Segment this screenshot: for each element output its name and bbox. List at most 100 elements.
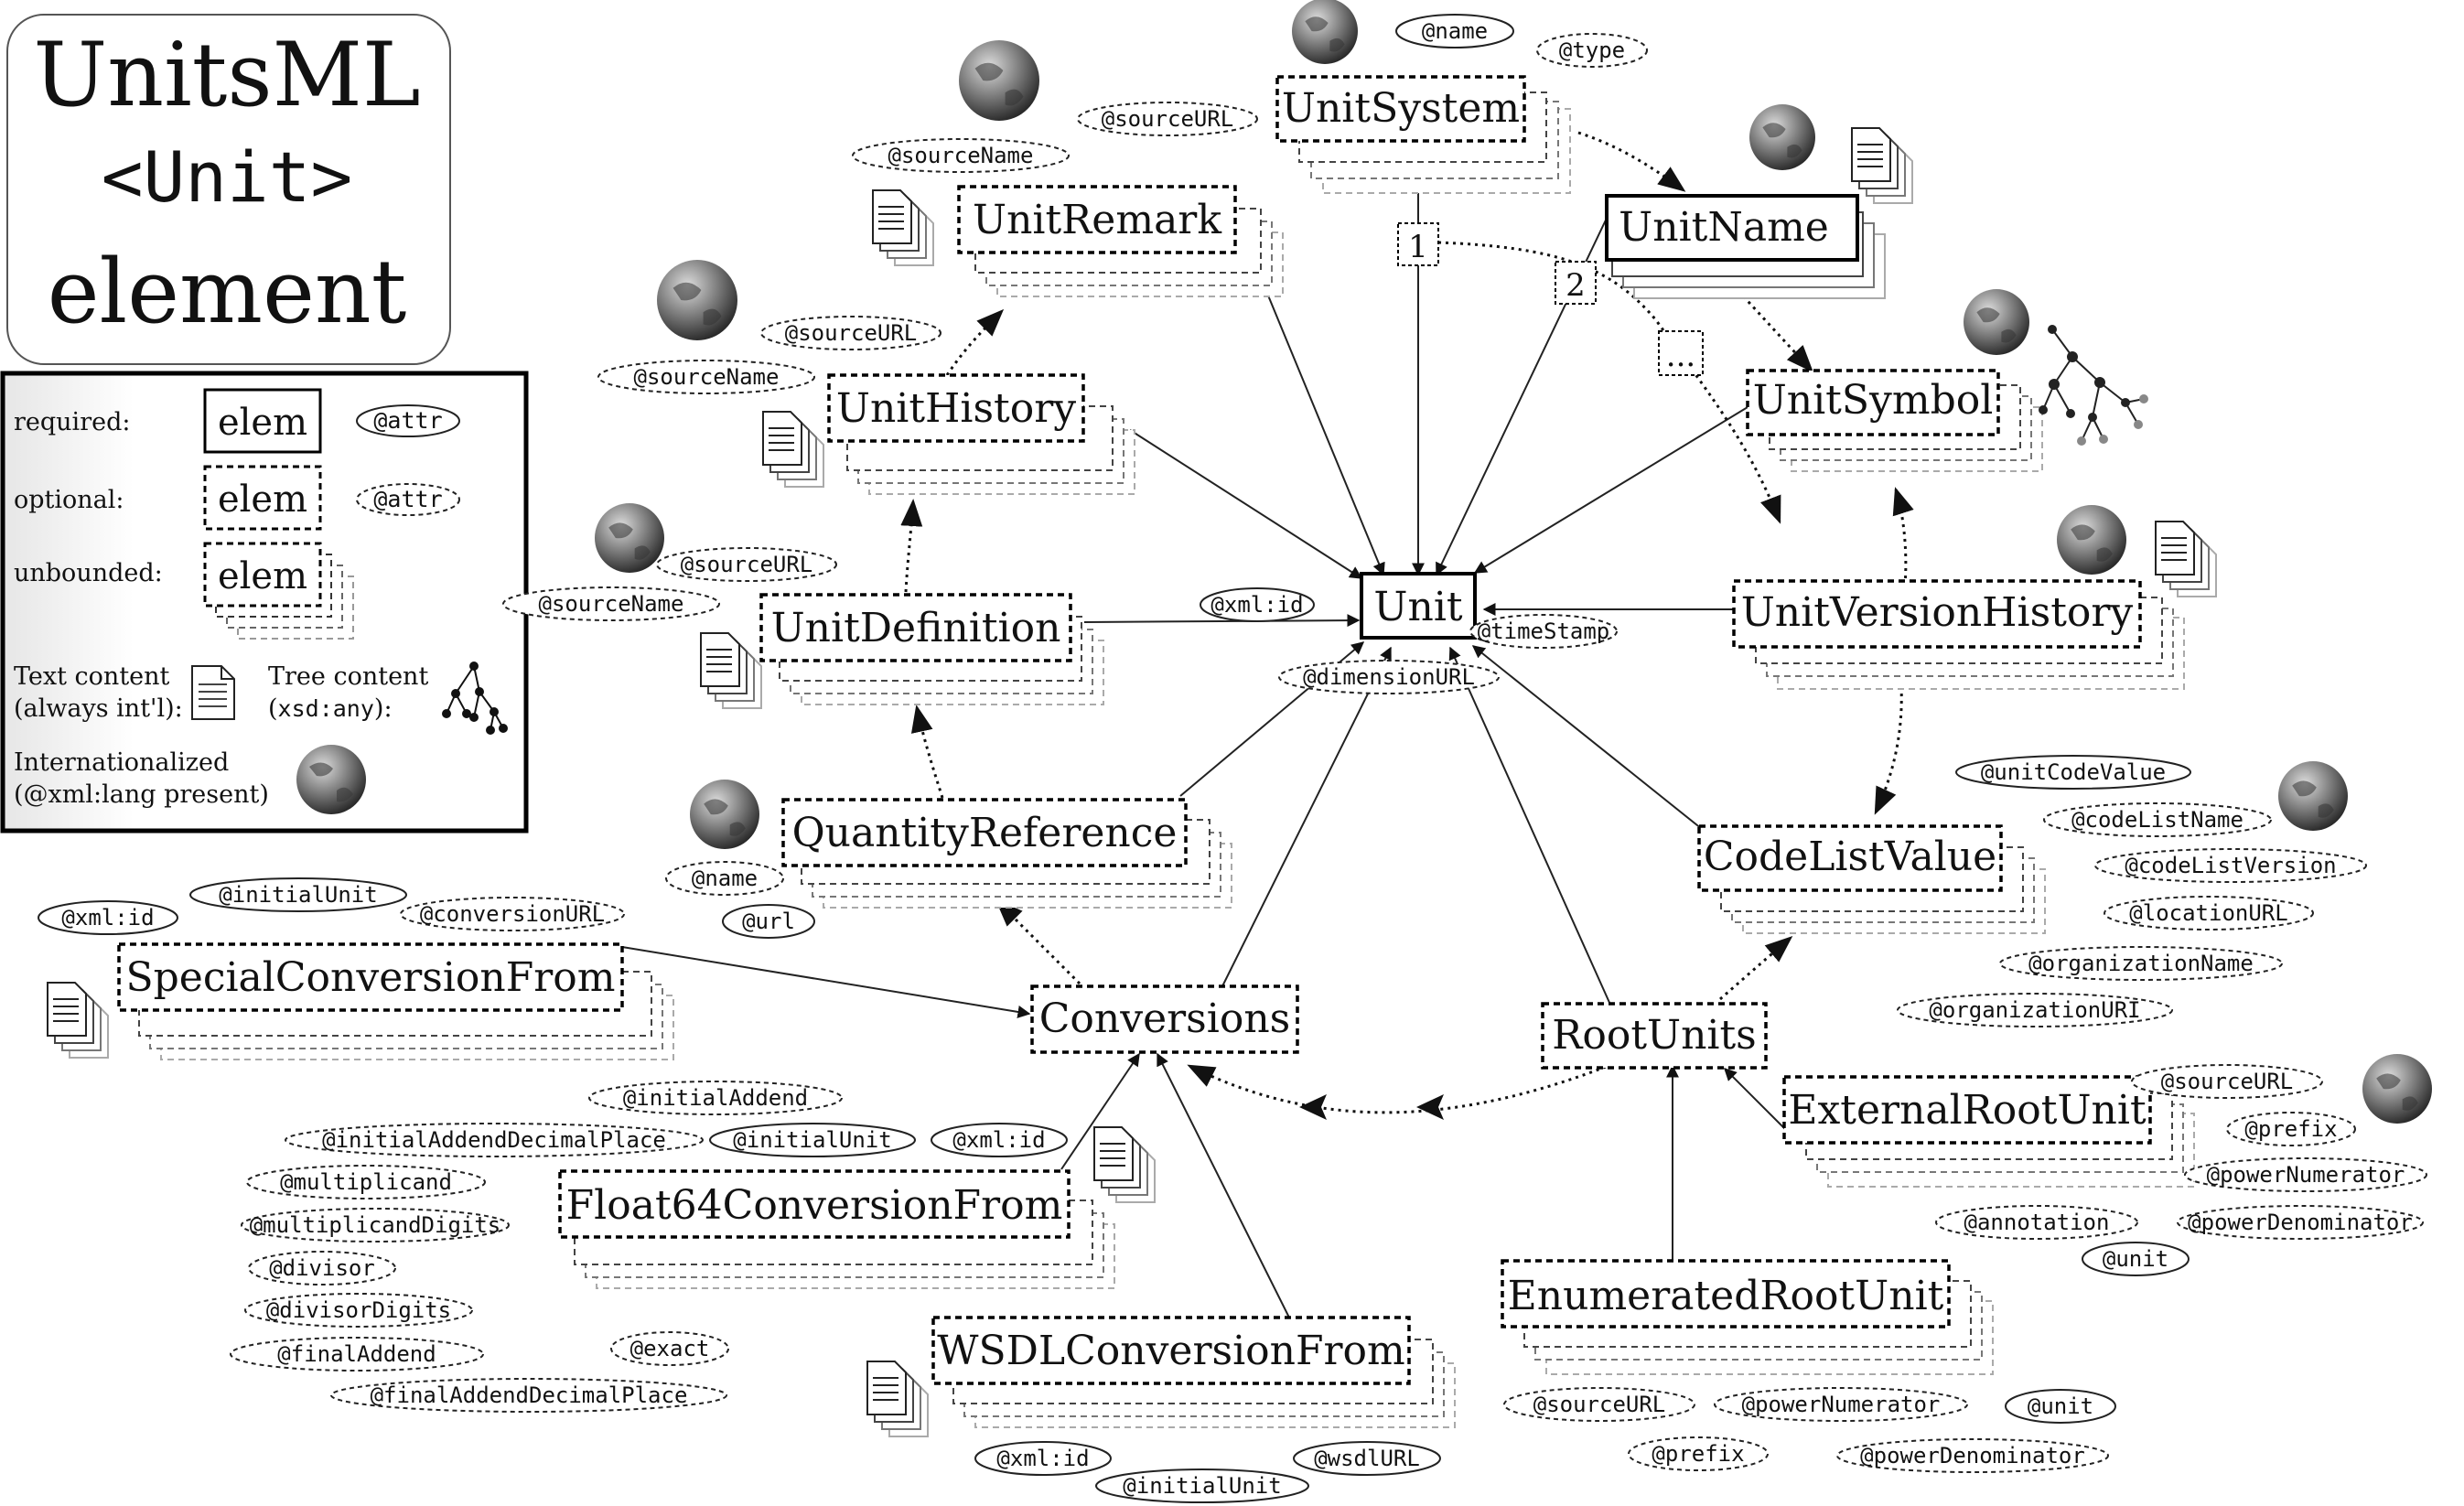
attribute-oval	[244, 1293, 473, 1328]
globe-icon-continents	[608, 522, 651, 560]
document-icons	[47, 127, 2217, 1437]
attribute-text: @sourceName	[539, 591, 684, 617]
globe-icon-continents	[1305, 16, 1345, 52]
attribute-text: @xml:id	[61, 905, 154, 930]
attribute-text: @sourceURL	[1533, 1392, 1666, 1417]
attribute-text: @sourceURL	[681, 552, 813, 577]
attribute-text: @multiplicandDigits	[250, 1212, 501, 1238]
globe-icon-continents	[2071, 524, 2113, 562]
legend-text-content-1: Text content	[14, 662, 170, 691]
attribute-unit-system-name: @name	[1395, 14, 1514, 48]
legend-required-attr	[356, 404, 460, 437]
attribute-text: @sourceURL	[785, 320, 918, 346]
label-unit: Unit	[1373, 584, 1462, 630]
attribute-quantity-reference-name: @name	[665, 861, 784, 896]
attribute-text: @locationURL	[2129, 900, 2287, 926]
legend: required: elem @attr optional: elem @att…	[0, 371, 529, 834]
attribute-oval	[1536, 33, 1648, 68]
stack-codelistvalue	[1697, 824, 2046, 934]
attribute-special-xml-id: @xml:id	[38, 900, 178, 935]
legend-tree-icon	[442, 662, 508, 735]
title-box: UnitsML <Unit> element	[6, 14, 451, 365]
attribute-unit-time-stamp: @timeStamp	[1469, 614, 1618, 649]
attribute-oval	[1955, 755, 2191, 790]
attribute-float-initial-addend: @initialAddend	[588, 1081, 843, 1115]
label-specialconversionfrom: SpecialConversionFrom	[125, 954, 615, 1001]
globe-icon	[1964, 289, 2029, 355]
globe-icons	[595, 0, 2432, 1124]
globe-icon-continents	[672, 282, 722, 326]
attribute-oval	[665, 861, 784, 896]
label-box-two	[1555, 261, 1597, 305]
attribute-text: @name	[692, 866, 758, 891]
edge-conversions-unit	[1216, 646, 1392, 998]
legend-required-elem: elem	[218, 402, 307, 444]
attribute-oval	[722, 904, 815, 939]
attribute-text: @initialUnit	[219, 882, 377, 908]
globe-icon-continents	[704, 799, 746, 836]
document-icon	[1093, 1126, 1156, 1203]
attribute-oval	[2043, 802, 2272, 837]
attribute-oval	[1714, 1387, 1968, 1422]
attribute-text: @codeListVersion	[2125, 853, 2336, 878]
label-quantityreference: QuantityReference	[792, 810, 1178, 856]
label-unithistory: UnitHistory	[836, 385, 1076, 432]
attribute-oval	[1293, 1441, 1441, 1476]
legend-document-icon	[191, 665, 235, 720]
attribute-ext-annotation: @annotation	[1935, 1205, 2138, 1240]
attribute-text: @conversionURL	[420, 901, 605, 927]
edge-rootunits-unit	[1448, 646, 1611, 1006]
stack-unitsystem	[1275, 75, 1571, 194]
box-unit	[1360, 572, 1477, 640]
attribute-text: @powerDenominator	[1860, 1443, 2085, 1468]
stack-wsdlconversionfrom	[931, 1316, 1456, 1428]
attribute-unit-xml-id: @xml:id	[1200, 587, 1315, 622]
attribute-oval	[248, 1251, 396, 1285]
attribute-oval	[1278, 660, 1500, 694]
attribute-code-organization-name: @organizationName	[1999, 946, 2283, 981]
dotted-unitname-unitsymbol	[1737, 289, 1814, 373]
dotted-conversions-quantityref	[995, 898, 1081, 985]
label-box-ellipsis	[1658, 330, 1704, 376]
attribute-oval	[1077, 102, 1258, 136]
attribute-float-final-addend: @finalAddend	[230, 1337, 484, 1372]
stack-enumeratedrootunit	[1501, 1259, 1994, 1375]
attribute-oval	[2131, 1064, 2323, 1099]
attribute-oval	[502, 586, 720, 621]
dotted-unitdefinition-unithistory	[900, 499, 923, 593]
attribute-oval	[1897, 993, 2173, 1027]
attribute-float-multiplicand-digits: @multiplicandDigits	[241, 1208, 510, 1242]
legend-intl-1: Internationalized	[14, 748, 229, 777]
legend-intl-2: (@xml:lang present)	[14, 780, 269, 809]
attribute-oval	[760, 316, 941, 350]
attribute-text: @timeStamp	[1478, 619, 1610, 644]
document-icon	[762, 411, 824, 488]
attribute-oval	[230, 1337, 484, 1372]
document-icon	[47, 982, 109, 1059]
dotted-quantityref-unitdefinition	[910, 705, 944, 799]
attribute-oval	[400, 897, 625, 931]
edge-externalrootunit-rootunits	[1724, 1068, 1790, 1134]
arrowhead-mid-1	[1416, 1094, 1444, 1120]
attribute-oval	[2184, 1157, 2427, 1192]
dotted-connections	[900, 131, 1914, 1114]
label-unitdefinition: UnitDefinition	[771, 605, 1061, 651]
attribute-oval	[330, 1378, 727, 1413]
legend-optional-attr-text: @attr	[373, 486, 442, 512]
attribute-text: @unit	[2103, 1246, 2168, 1272]
stack-quantityreference	[781, 798, 1232, 909]
attribute-text: @powerNumerator	[2207, 1162, 2405, 1188]
attribute-text: @powerNumerator	[1742, 1392, 1941, 1417]
attribute-ext-power-numerator: @powerNumerator	[2184, 1157, 2427, 1192]
dotted-unitsystem-unitname	[1577, 131, 1686, 192]
attribute-text: @sourceURL	[1102, 106, 1234, 132]
stack-unitname	[1605, 194, 1886, 299]
legend-optional-label: optional:	[14, 486, 124, 514]
edge-unitsymbol-unit	[1473, 406, 1748, 574]
attribute-text: @xml:id	[1210, 592, 1303, 618]
attribute-float-multiplicand: @multiplicand	[246, 1165, 486, 1199]
attribute-wsdl-initial-unit: @initialUnit	[1095, 1468, 1309, 1503]
attribute-oval	[2082, 1242, 2190, 1276]
stack-specialconversionfrom	[117, 942, 674, 1060]
attribute-oval	[1935, 1205, 2138, 1240]
